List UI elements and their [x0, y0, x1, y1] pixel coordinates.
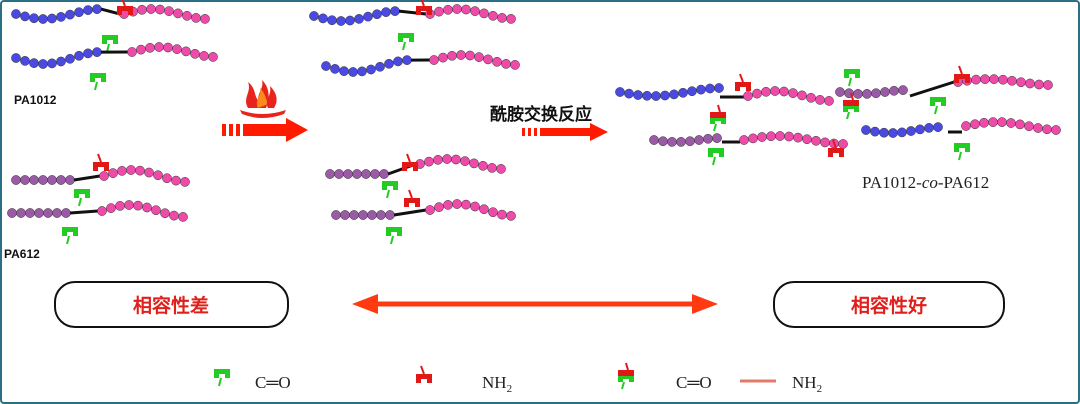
bead-segment	[309, 6, 400, 26]
carbonyl-icon	[101, 34, 119, 53]
amide-bond-legend-icon	[617, 362, 635, 390]
amine-legend-text: NH2	[482, 373, 512, 395]
carbonyl-icon	[397, 32, 415, 51]
amine-icon	[734, 73, 752, 92]
bead-segment	[415, 154, 506, 174]
bead-segment	[97, 200, 188, 222]
chain-link	[73, 174, 101, 182]
chain-link	[393, 208, 427, 217]
chain-link	[398, 9, 427, 16]
bead-segment	[615, 83, 724, 101]
bead-segment	[99, 165, 190, 187]
heat-arrow	[222, 118, 308, 142]
bead-segment	[429, 50, 520, 70]
amine-icon	[403, 189, 421, 208]
bead-segment	[11, 4, 102, 24]
carbonyl-icon	[73, 188, 91, 207]
compatibility-double-arrow	[352, 294, 718, 314]
chain-link	[909, 80, 955, 98]
good-compat-text: 相容性好	[851, 294, 927, 317]
poor-compat-box	[54, 281, 289, 328]
carbonyl-icon	[953, 142, 971, 161]
poor-compat-text: 相容性差	[133, 294, 209, 317]
carbonyl-icon	[843, 68, 861, 87]
carbonyl-legend-icon	[213, 368, 231, 387]
amine-legend-icon	[415, 365, 433, 384]
pa1012-label: PA1012	[14, 93, 57, 107]
bead-segment	[739, 131, 848, 149]
bead-segment	[127, 42, 218, 62]
bead-segment	[743, 86, 834, 106]
copolymer-label: PA1012-co-PA612	[862, 173, 989, 192]
carbonyl-icon	[929, 96, 947, 115]
bead-segment	[835, 85, 908, 99]
bead-segment	[861, 122, 943, 138]
bead-segment	[325, 169, 389, 179]
bead-segment	[649, 133, 722, 147]
amine-icon	[92, 153, 110, 172]
good-compat-box	[773, 281, 1005, 328]
bead-segment	[425, 199, 516, 221]
carbonyl-legend-text: C═O	[255, 373, 291, 392]
amine-icon	[401, 153, 419, 172]
polymer-chains	[7, 0, 1061, 245]
carbonyl-icon	[385, 226, 403, 245]
carbonyl-icon	[61, 226, 79, 245]
chain-link	[69, 209, 99, 215]
bead-segment	[425, 4, 516, 24]
flame-icon	[240, 80, 286, 118]
bead-segment	[7, 208, 71, 218]
reaction-arrow	[522, 123, 608, 141]
amide-bond-icon	[709, 104, 727, 132]
bead-segment	[961, 117, 1061, 135]
bond-legend-left-text: C═O	[676, 373, 712, 392]
bead-segment	[11, 47, 102, 69]
carbonyl-icon	[381, 180, 399, 199]
chain-link	[100, 7, 121, 16]
legend: C═O NH2 C═O NH2	[213, 362, 822, 395]
carbonyl-icon	[707, 147, 725, 166]
bead-segment	[321, 55, 412, 77]
pa612-label: PA612	[4, 247, 40, 261]
bead-segment	[11, 175, 75, 185]
carbonyl-icon	[89, 72, 107, 91]
reaction-label: 酰胺交换反应	[490, 104, 592, 125]
bond-legend-right-text: NH2	[792, 373, 822, 395]
bead-segment	[331, 210, 395, 220]
